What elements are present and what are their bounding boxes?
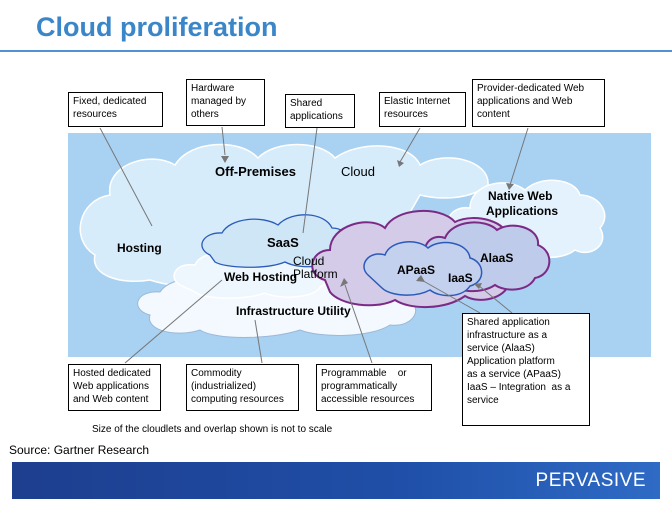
callout-provider-dedicated: Provider-dedicated Web applications and … [472, 79, 605, 127]
cloud-platform-label-line1: Cloud [293, 254, 324, 268]
connector-commodity [254, 319, 263, 364]
pervasive-logo: PERVASIVE [535, 470, 646, 491]
title-divider [0, 50, 672, 52]
web-hosting-label: Web Hosting [224, 270, 297, 284]
arrowhead-provider-dedicated [506, 183, 514, 190]
cloud-label: Cloud [341, 164, 375, 179]
callout-shared-applications: Shared applications [285, 94, 355, 128]
connector-hosted-dedicated [124, 279, 223, 364]
connector-hardware-managed [221, 126, 226, 156]
apaas-iaas-cloud [363, 241, 483, 297]
arrowhead-shared-app-infra-2 [474, 283, 482, 289]
callout-hosted-dedicated: Hosted dedicated Web applications and We… [68, 364, 161, 411]
connector-provider-dedicated [509, 127, 529, 186]
scale-footnote: Size of the cloudlets and overlap shown … [92, 424, 333, 435]
callout-programmable: Programmable or programmatically accessi… [316, 364, 432, 411]
hosting-label: Hosting [117, 241, 162, 255]
native-web-label-line2: Applications [486, 204, 558, 218]
callout-commodity: Commodity (industrialized) computing res… [186, 364, 299, 411]
apaas-label: APaaS [397, 263, 435, 277]
callout-hardware-managed: Hardware managed by others [186, 79, 265, 126]
infrastructure-utility-label: Infrastructure Utility [236, 304, 351, 318]
callout-elastic-internet: Elastic Internet resources [379, 92, 466, 127]
slide-title: Cloud proliferation [36, 12, 278, 42]
saas-label: SaaS [267, 235, 299, 250]
connector-shared-app-infra-1 [417, 277, 481, 314]
cloud-platform-label-line2: Platform [293, 267, 338, 281]
footer-bar: PERVASIVE [12, 462, 660, 499]
connector-elastic-internet [399, 127, 421, 163]
alaas-label: AlaaS [480, 251, 513, 265]
arrowhead-shared-app-infra-1 [416, 275, 425, 282]
iaas-label: IaaS [448, 271, 473, 285]
arrowhead-elastic-internet [397, 160, 404, 167]
connector-programmable [344, 284, 373, 364]
callout-shared-app-infra: Shared application infrastructure as a s… [462, 313, 590, 426]
native-web-label-line1: Native Web [488, 189, 552, 203]
arrowhead-hardware-managed [221, 156, 229, 163]
off-premises-label: Off-Premises [215, 164, 296, 179]
callout-fixed-dedicated: Fixed, dedicated resources [68, 92, 163, 127]
connector-fixed-dedicated [99, 127, 153, 227]
source-citation: Source: Gartner Research [9, 443, 150, 457]
connector-shared-applications [302, 127, 318, 234]
saas-cloud [201, 214, 350, 268]
arrowhead-programmable [340, 278, 348, 287]
connector-shared-app-infra-2 [477, 284, 513, 314]
